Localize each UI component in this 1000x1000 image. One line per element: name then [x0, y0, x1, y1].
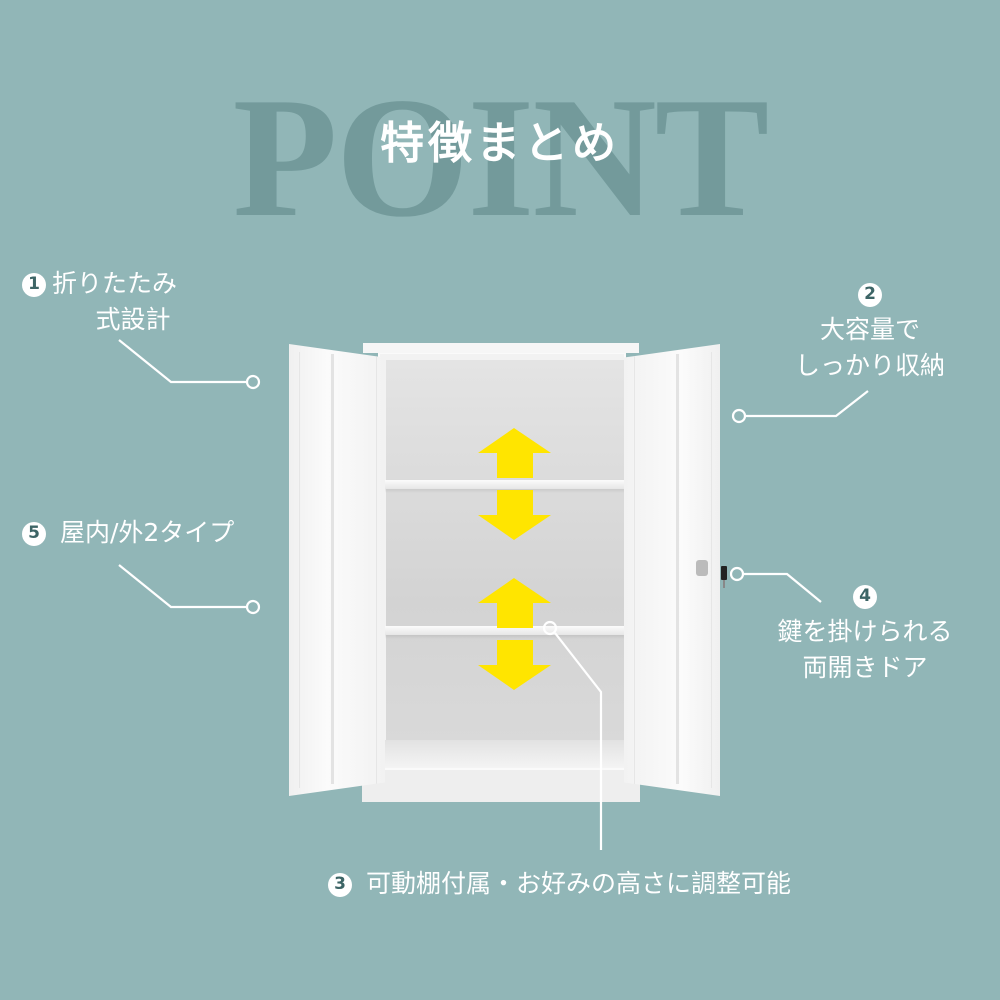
leader-dot-1 — [245, 374, 261, 390]
feature-3-line-1: 可動棚付属・お好みの高さに調整可能 — [365, 869, 791, 898]
number-badge-4: 4 — [853, 584, 877, 609]
feature-2-line-1: 大容量で — [819, 315, 920, 344]
cabinet-shelf-upper — [384, 480, 626, 489]
leader-dot-2 — [731, 408, 747, 424]
cabinet-interior — [386, 360, 626, 764]
feature-2-line-2: しっかり収納 — [794, 351, 945, 380]
leader-line-5 — [118, 564, 246, 609]
feature-2-label: 2 大容量で しっかり収納 — [770, 276, 970, 384]
cabinet-door-left — [289, 344, 385, 796]
leader-dot-4 — [729, 566, 745, 582]
door-latch — [696, 560, 708, 576]
feature-4-label: 4 鍵を掛けられる 両開きドア — [750, 578, 980, 686]
number-badge-1: 1 — [22, 272, 46, 297]
feature-5-line-1: 屋内/外2タイプ — [59, 518, 235, 547]
number-badge-5: 5 — [22, 521, 46, 546]
feature-4-line-1: 鍵を掛けられる — [777, 617, 953, 646]
leader-line-1 — [118, 339, 246, 384]
cabinet-top — [363, 343, 639, 353]
page-title: 特徴まとめ — [380, 118, 620, 169]
shelf-adjust-arrows-lower — [478, 578, 551, 690]
feature-5-label: 5 屋内/外2タイプ — [22, 515, 234, 551]
cabinet-shelf-lower — [384, 626, 626, 635]
feature-4-line-2: 両開きドア — [802, 653, 928, 682]
leader-line-3 — [554, 632, 603, 850]
leader-line-2 — [746, 390, 869, 418]
feature-3-label: 3 可動棚付属・お好みの高さに調整可能 — [328, 866, 791, 902]
leader-dot-3 — [542, 620, 558, 636]
leader-line-4 — [744, 572, 822, 603]
leader-dot-5 — [245, 599, 261, 615]
shelf-adjust-arrows-upper — [478, 428, 551, 540]
cabinet-base — [362, 768, 640, 802]
number-badge-3: 3 — [328, 872, 352, 897]
feature-1-line-2: 式設計 — [95, 305, 171, 334]
point-background-word: POINT — [232, 63, 770, 253]
key-lock-icon — [721, 566, 727, 588]
cabinet-floor — [384, 740, 626, 768]
feature-1-line-1: 折りたたみ — [52, 269, 178, 298]
number-badge-2: 2 — [858, 282, 882, 307]
